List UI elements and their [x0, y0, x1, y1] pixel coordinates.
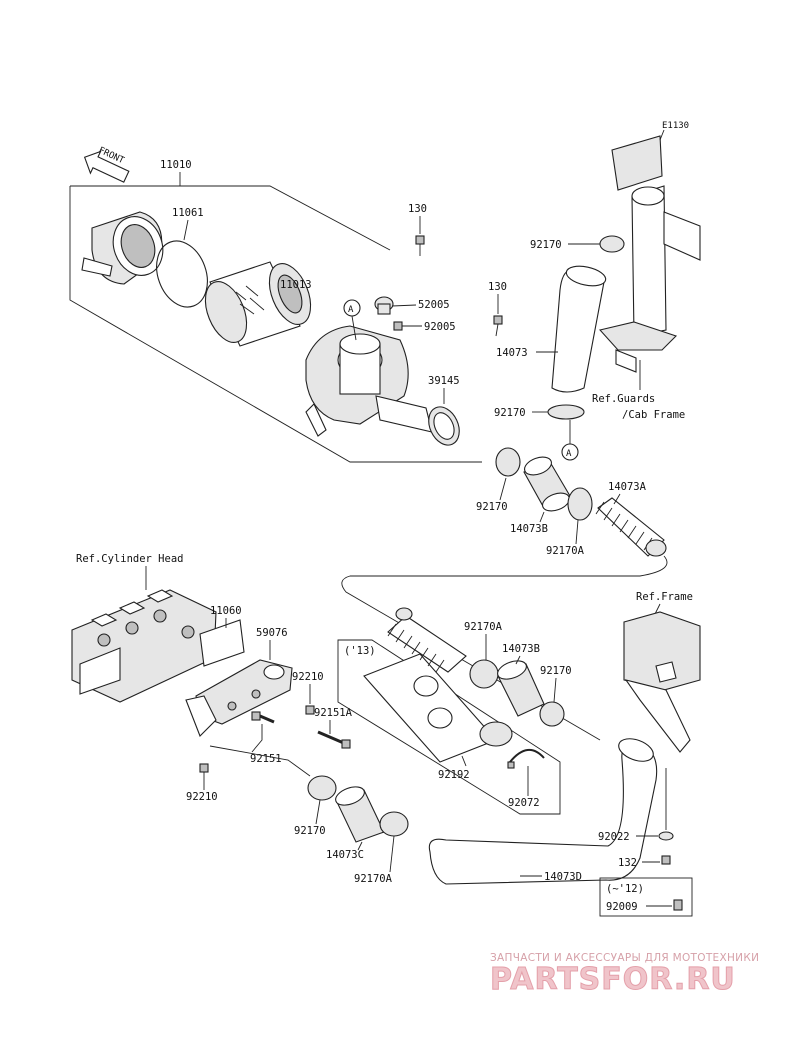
o-ring-11061 [156, 240, 208, 308]
manifold-59076 [185, 659, 293, 737]
year12-box [599, 877, 693, 917]
clamp-92170A-middle [469, 659, 499, 689]
clamp-92170A-upper [567, 487, 593, 521]
label-11060: 11060 [210, 605, 242, 617]
label-11061: 11061 [172, 207, 204, 219]
label-92005: 92005 [424, 321, 456, 333]
label-92009: 92009 [606, 901, 638, 913]
label-92170A-lower: 92170A [354, 873, 393, 885]
bellows-middle [387, 607, 467, 673]
cylinder-head [71, 589, 217, 703]
label-130-top: 130 [408, 203, 427, 215]
hose-14073C [335, 786, 385, 843]
label-130-right: 130 [488, 281, 507, 293]
hose-14073B-upper [523, 456, 571, 512]
route-line [341, 555, 668, 741]
label-14073D: 14073D [544, 871, 582, 883]
ref-guards-label-1: Ref.Guards [592, 393, 655, 405]
label-92170A-upper: 92170A [546, 545, 585, 557]
label-92170-c: 92170 [476, 501, 508, 513]
marker-a-lower-text: A [566, 449, 572, 459]
label-52005: 52005 [418, 299, 450, 311]
hose-14073B-lower [497, 660, 545, 717]
label-14073B-upper: 14073B [510, 523, 548, 535]
screw-130-top [415, 235, 425, 256]
clamp-92170-top [599, 235, 625, 253]
label-92192: 92192 [438, 769, 470, 781]
hose-14073 [551, 268, 605, 393]
stud-92151A [317, 730, 351, 749]
label-92151A: 92151A [314, 707, 353, 719]
label-92210-a: 92210 [292, 671, 324, 683]
label-92170A-middle: 92170A [464, 621, 503, 633]
nut-92210-b [199, 763, 209, 773]
label-92170-d: 92170 [294, 825, 326, 837]
frame-bracket [623, 611, 701, 753]
label-92170-mid: 92170 [494, 407, 526, 419]
label-92151: 92151 [250, 753, 282, 765]
label-11010: 11010 [160, 159, 192, 171]
ref-cylinder-head-label: Ref.Cylinder Head [76, 553, 183, 565]
label-11013: 11013 [280, 279, 312, 291]
label-59076: 59076 [256, 627, 288, 639]
label-92022: 92022 [598, 831, 630, 843]
label-year13: ('13) [344, 645, 376, 657]
cab-frame-pipe [598, 129, 701, 373]
air-cleaner-bracket-lines [69, 172, 482, 463]
air-cleaner-cap [81, 211, 164, 285]
clamp-92170-mid [547, 404, 585, 420]
label-year12: (~'12) [606, 883, 644, 895]
bellows-14073A [595, 497, 667, 557]
front-arrow-icon [83, 150, 130, 183]
watermark-brand: PARTSFOR.RU [490, 962, 736, 998]
label-39145: 39145 [428, 375, 460, 387]
marker-a-upper-text: A [348, 305, 354, 315]
washer-92022 [658, 831, 674, 841]
ref-guards-label-2: /Cab Frame [622, 409, 685, 421]
clamp-92170A-lower [379, 811, 409, 837]
air-cleaner-housing [305, 325, 433, 437]
screw-130-right [493, 315, 503, 337]
label-14073B-lower: 14073B [502, 643, 540, 655]
label-92170-e: 92170 [540, 665, 572, 677]
filter-element-11013 [204, 261, 312, 347]
label-92170-top: 92170 [530, 239, 562, 251]
cap-52005 [374, 296, 394, 315]
label-14073A: 14073A [608, 481, 647, 493]
label-92072: 92072 [508, 797, 540, 809]
label-14073: 14073 [496, 347, 528, 359]
nut-92210-a [305, 705, 315, 715]
label-132: 132 [618, 857, 637, 869]
bolt-92009 [673, 899, 683, 911]
year13-box [337, 639, 561, 815]
label-e1130: E1130 [662, 121, 689, 131]
clamp-92170-d [307, 775, 337, 801]
bolt-132 [661, 855, 671, 865]
gasket-11060 [199, 619, 245, 667]
label-92210-b: 92210 [186, 791, 218, 803]
clamp-92170-e [539, 701, 565, 727]
watermark-subtitle: ЗАПЧАСТИ И АКСЕССУАРЫ ДЛЯ МОТОТЕХНИКИ [490, 952, 760, 964]
cover-92192 [363, 653, 513, 763]
bolt-92151 [251, 711, 275, 724]
valve-92005 [393, 321, 403, 331]
band-92072 [509, 749, 545, 763]
ref-frame-label: Ref.Frame [636, 591, 693, 603]
label-14073C: 14073C [326, 849, 364, 861]
clamp-92170-c [495, 447, 521, 477]
